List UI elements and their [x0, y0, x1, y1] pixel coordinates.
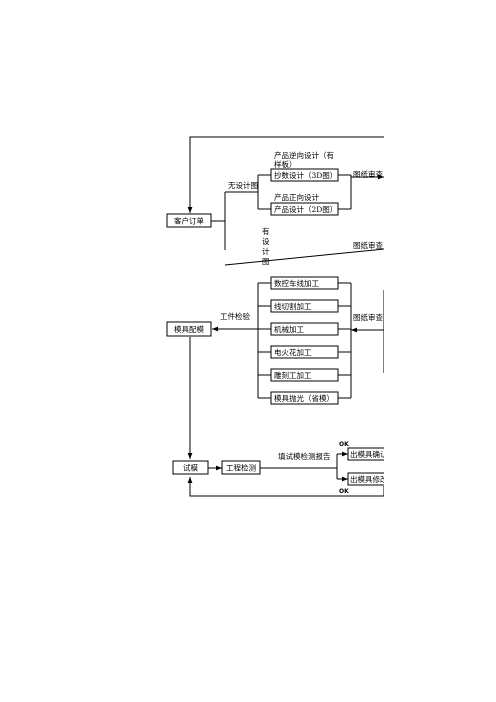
drawing-review-label-2: 图纸审查	[353, 240, 383, 250]
forward-design-label: 产品正向设计	[274, 192, 319, 202]
engraving-node: 雕刻工加工	[270, 368, 339, 382]
drawing-review-label-1: 图纸审查	[353, 169, 383, 179]
svg-text:有: 有	[262, 226, 270, 236]
mold-assembly-node: 模具配模	[166, 321, 212, 337]
ok-label-top: OK	[339, 441, 349, 448]
trial-report-label: 填试模检测报告	[278, 451, 331, 461]
reverse-design-label-line1: 产品逆向设计（有	[274, 150, 334, 160]
mold-out-2-node: 出模具修改	[347, 472, 388, 486]
svg-text:线切割加工: 线切割加工	[274, 301, 312, 311]
svg-text:模具抛光（省模）: 模具抛光（省模）	[274, 393, 334, 403]
drawing-review-label-3: 图纸审查	[353, 312, 383, 322]
svg-text:设: 设	[262, 236, 270, 246]
svg-text:产品设计（2D图）: 产品设计（2D图）	[274, 204, 337, 214]
reverse-design-label-line2: 样板）	[274, 159, 297, 169]
process-stub-lines	[258, 282, 351, 399]
svg-text:出模具确认: 出模具确认	[350, 449, 388, 459]
svg-text:试模: 试模	[183, 463, 198, 473]
svg-text:模具配模: 模具配模	[174, 324, 204, 334]
ok-label-bottom: OK	[339, 488, 349, 495]
svg-text:电火花加工: 电火花加工	[274, 347, 312, 357]
svg-text:数控车线加工: 数控车线加工	[274, 278, 319, 288]
customer-order-node: 客户订单	[166, 213, 212, 228]
has-drawing-label: 有 设 计 图	[262, 226, 270, 266]
svg-text:计: 计	[262, 246, 270, 256]
svg-text:抄数设计（3D图）: 抄数设计（3D图）	[274, 170, 337, 180]
engineering-check-node: 工程检测	[221, 460, 261, 475]
svg-text:图: 图	[262, 257, 270, 266]
has-drawing-line	[224, 248, 384, 266]
machining-node: 机械加工	[270, 322, 339, 336]
svg-text:雕刻工加工: 雕刻工加工	[274, 370, 312, 380]
feedback-loop-line	[187, 136, 384, 213]
cnc-lathe-node: 数控车线加工	[270, 276, 339, 290]
forward-design-node: 产品设计（2D图）	[270, 202, 339, 216]
rework-loop-line	[187, 477, 384, 497]
svg-text:出模具修改: 出模具修改	[350, 474, 388, 484]
wire-cut-node: 线切割加工	[270, 299, 339, 313]
no-drawing-label: 无设计图	[228, 180, 258, 190]
polishing-node: 模具抛光（省模）	[270, 391, 339, 405]
part-inspection-label: 工件检验	[220, 311, 250, 321]
mold-out-1-node: 出模具确认	[347, 447, 388, 461]
svg-text:工程检测: 工程检测	[226, 463, 256, 473]
trial-mold-node: 试模	[172, 460, 209, 475]
copy-design-node: 抄数设计（3D图）	[270, 168, 339, 182]
edm-node: 电火花加工	[270, 345, 339, 359]
svg-text:客户订单: 客户订单	[174, 216, 204, 226]
svg-text:机械加工: 机械加工	[274, 324, 304, 334]
